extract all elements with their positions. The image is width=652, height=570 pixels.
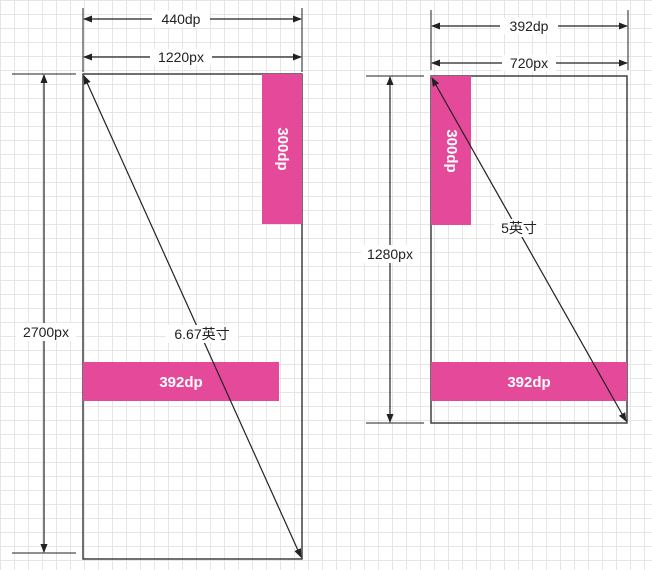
right-width-dp-label-bg xyxy=(500,18,558,34)
right-diagonal-label: 5英寸 xyxy=(501,220,537,236)
left-width-dp-label: 440dp xyxy=(162,11,201,27)
left-diagonal-label: 6.67英寸 xyxy=(174,326,229,342)
left-diagonal-arrow xyxy=(83,75,302,558)
right-width-px-label-bg xyxy=(502,55,556,71)
left-height-px-label-bg xyxy=(16,323,76,341)
right-height-px-label: 1280px xyxy=(367,246,413,262)
left-horizontal-bar-label: 392dp xyxy=(159,374,202,391)
left-width-px-label: 1220px xyxy=(158,49,204,65)
right-diagonal-label-bg xyxy=(494,219,544,237)
right-diagonal-arrow xyxy=(431,77,627,422)
right-vertical-bar-label: 300dp xyxy=(443,129,460,172)
right-height-px-label-bg xyxy=(361,245,419,263)
left-width-dp-label-bg xyxy=(152,11,210,27)
left-diagonal-label-bg xyxy=(166,325,238,343)
right-width-px-label: 720px xyxy=(510,55,548,71)
left-height-px-label: 2700px xyxy=(23,324,69,340)
left-device-frame xyxy=(82,73,303,560)
right-width-dp-label: 392dp xyxy=(510,18,549,34)
device-right: 392dp 720px 1280px 300dp 392dp 5英寸 xyxy=(361,10,629,424)
right-device-frame xyxy=(430,75,628,424)
right-horizontal-bar-label: 392dp xyxy=(507,374,550,391)
device-left: 440dp 1220px 2700px 300dp 392dp 6.67英寸 xyxy=(12,8,303,560)
left-vertical-bar-label: 300dp xyxy=(274,127,291,170)
left-width-px-label-bg xyxy=(150,49,212,65)
